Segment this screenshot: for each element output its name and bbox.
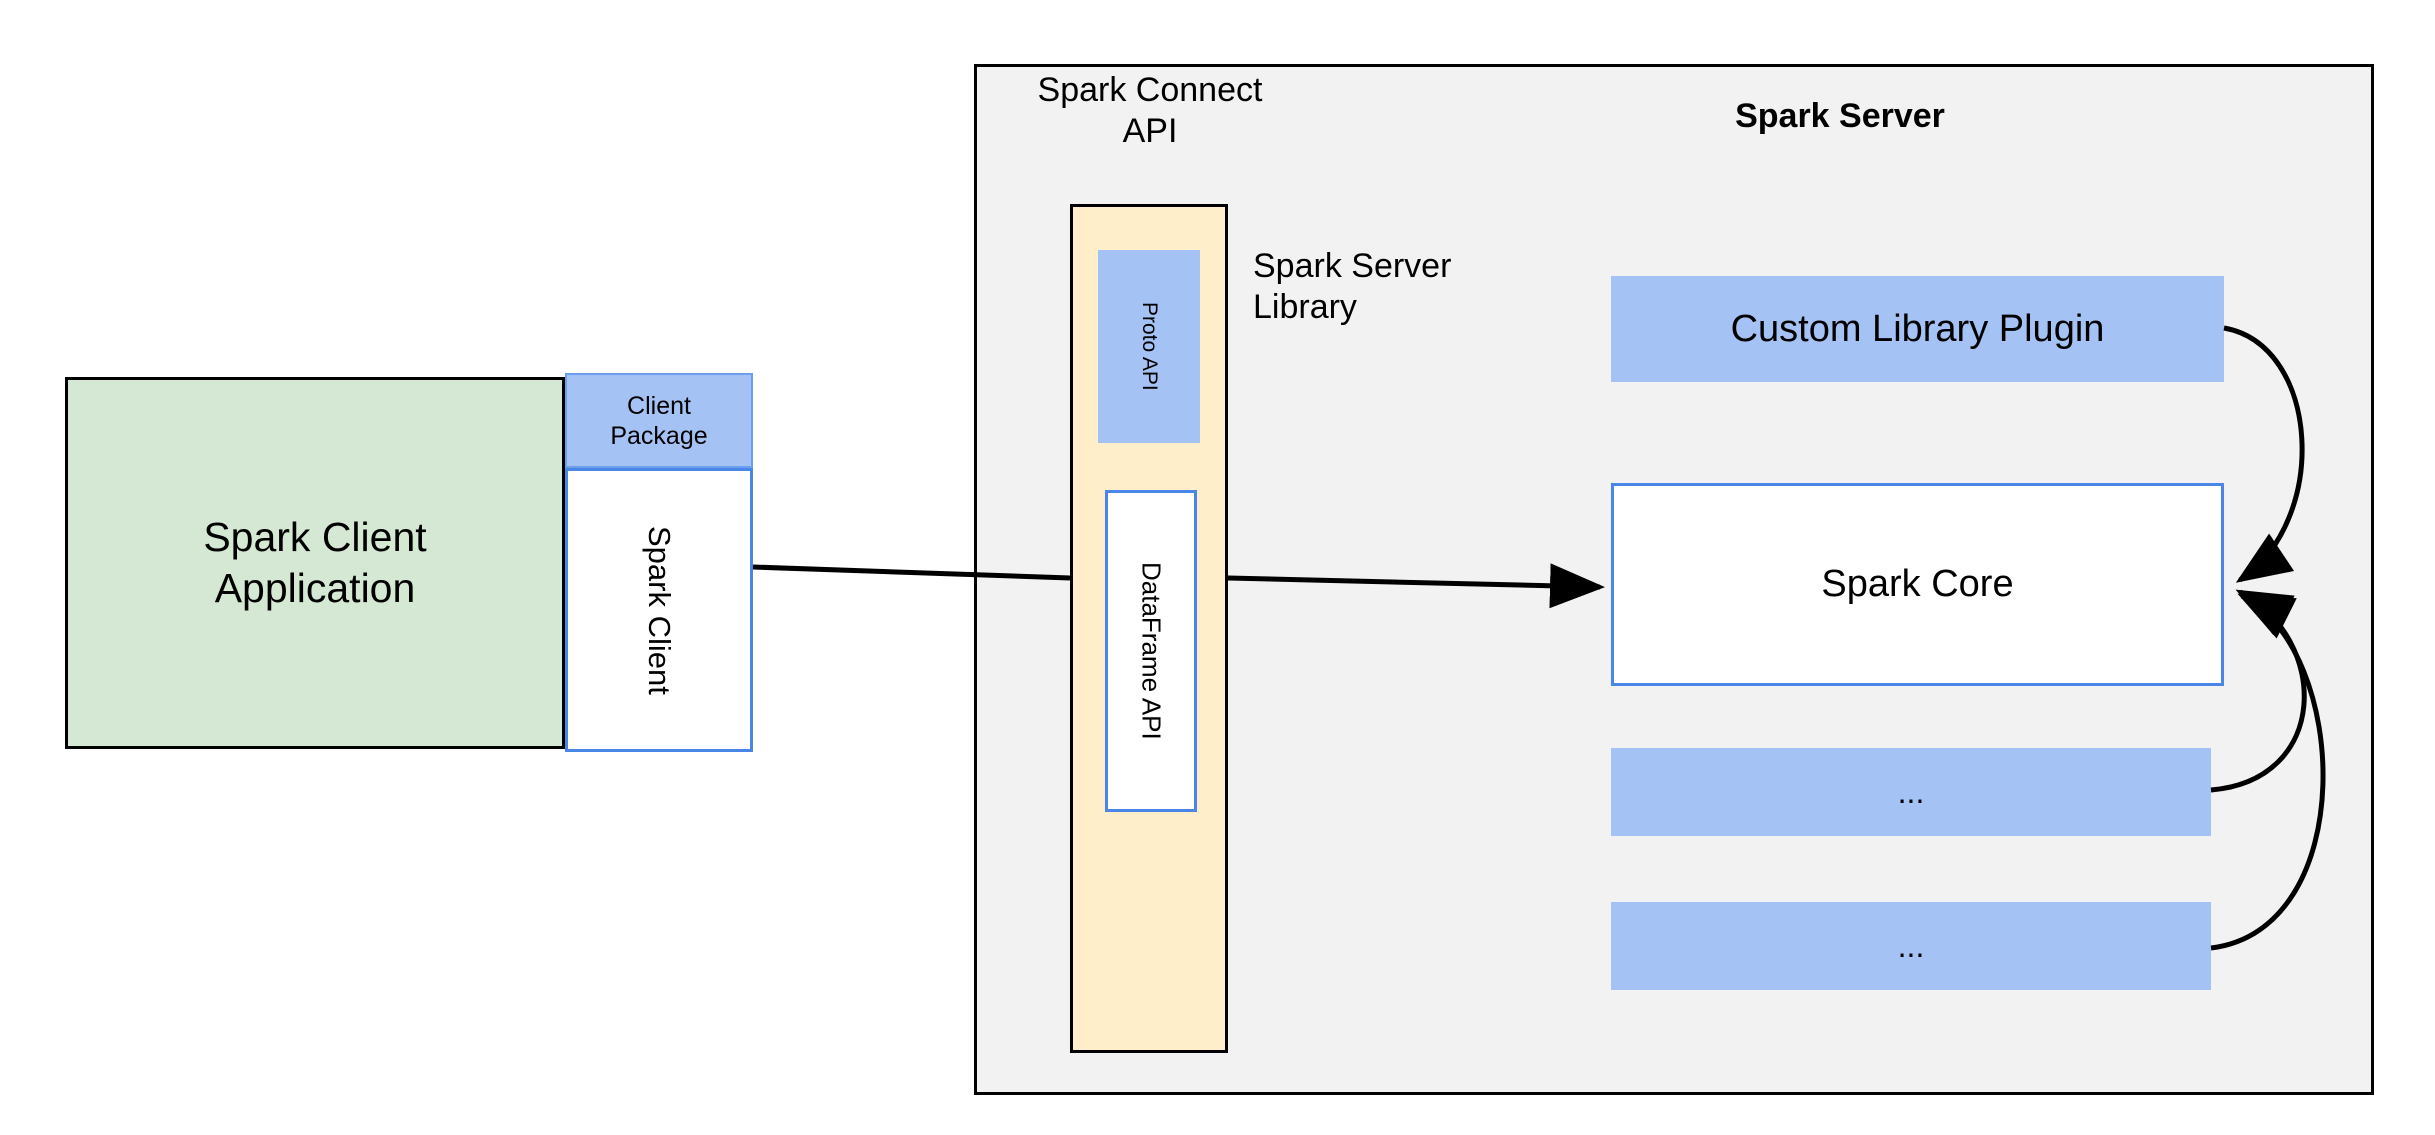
spark-client-application-label-line2: Application [214,565,416,611]
server-component-ellipsis-label-1: ... [1897,773,1925,810]
server-component-ellipsis-box-2[interactable]: ... [1611,902,2211,990]
spark-client-application-label-line1: Spark Client [203,513,427,560]
spark-connect-api-label-line2: API [1122,112,1178,151]
server-component-ellipsis-box-1[interactable]: ... [1611,748,2211,836]
spark-connect-api-label: Spark Connect API [1005,70,1295,153]
client-package-label-line1: Client [627,391,691,420]
custom-library-plugin-label: Custom Library Plugin [1730,307,2105,350]
client-package-box[interactable]: Client Package [565,373,753,468]
client-package-label-line2: Package [610,421,708,450]
client-package-label: Client Package [610,391,707,451]
spark-client-application-label: Spark Client Application [203,512,426,615]
spark-server-library-label: Spark Server Library [1253,246,1553,329]
proto-api-box[interactable]: Proto API [1098,250,1200,443]
spark-server-title: Spark Server [1735,97,1945,135]
spark-client-application-box[interactable]: Spark Client Application [65,377,565,749]
spark-client-label: Spark Client [642,525,677,695]
spark-connect-api-label-line1: Spark Connect [1037,71,1263,109]
spark-core-box[interactable]: Spark Core [1611,483,2224,686]
dataframe-api-label: DataFrame API [1136,562,1167,740]
server-component-ellipsis-label-2: ... [1897,927,1925,964]
dataframe-api-box[interactable]: DataFrame API [1105,490,1197,812]
spark-server-library-label-line1: Spark Server [1253,247,1452,285]
proto-api-label: Proto API [1138,302,1161,391]
spark-client-box[interactable]: Spark Client [565,468,753,752]
custom-library-plugin-box[interactable]: Custom Library Plugin [1611,276,2224,382]
spark-server-library-label-line2: Library [1253,288,1357,327]
spark-core-label: Spark Core [1821,563,2014,605]
